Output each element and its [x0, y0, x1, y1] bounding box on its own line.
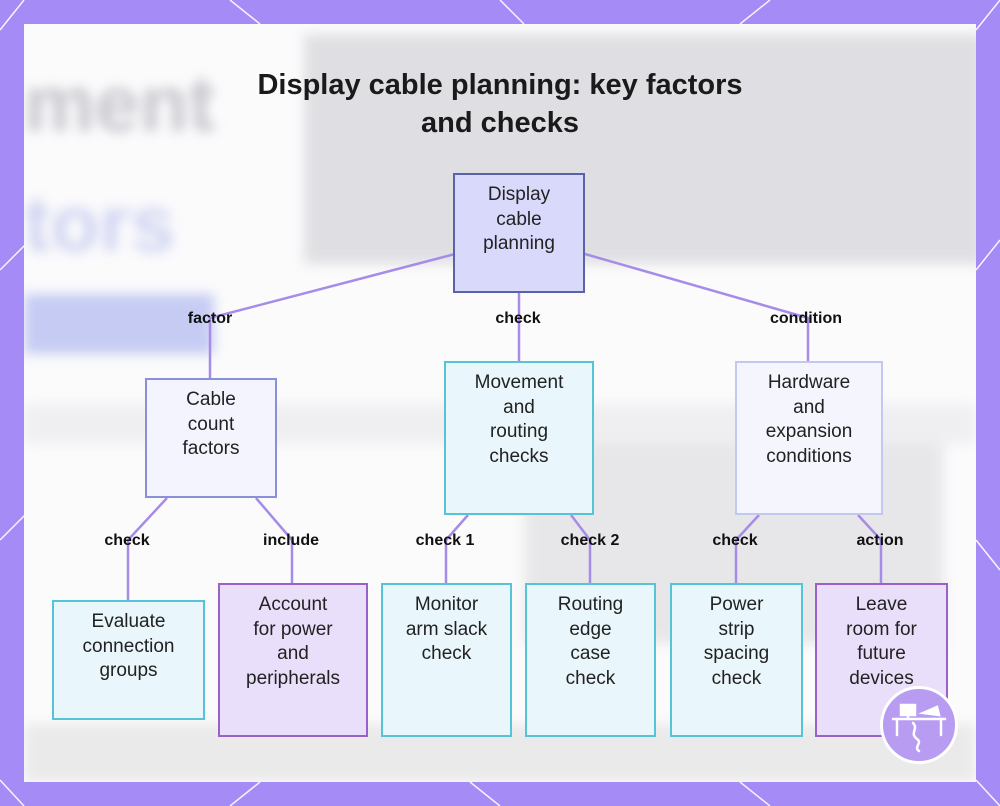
- node-cable-count-factors: Cable count factors: [145, 378, 277, 498]
- edge-movement-monitor: [444, 514, 469, 583]
- edge-label-check: check: [495, 310, 541, 327]
- edge-label-condition: condition: [770, 310, 842, 327]
- edge-movement-routing: [570, 514, 592, 583]
- node-display-cable-planning: Display cable planning: [453, 173, 585, 293]
- edge-label-include: include: [262, 532, 320, 549]
- edge-label-cable-check: check: [104, 532, 150, 549]
- edge-label-check-2: check 2: [560, 532, 620, 549]
- title-line-2: and checks: [421, 107, 579, 139]
- edge-root-hardware: [584, 252, 810, 361]
- edge-root-cable-count: [208, 252, 456, 378]
- edge-cable-evaluate: [126, 497, 168, 600]
- node-monitor-arm-slack-check: Monitor arm slack check: [381, 583, 512, 737]
- edge-hardware-power: [734, 514, 760, 583]
- edge-cable-account: [255, 497, 294, 583]
- edge-label-action: action: [856, 532, 904, 549]
- node-hardware-expansion-conditions: Hardware and expansion conditions: [735, 361, 883, 515]
- node-evaluate-connection-groups: Evaluate connection groups: [52, 600, 205, 720]
- edge-label-hw-check: check: [712, 532, 758, 549]
- edge-label-factor: factor: [187, 310, 233, 327]
- edge-hardware-leave: [857, 514, 883, 583]
- node-power-strip-spacing-check: Power strip spacing check: [670, 583, 803, 737]
- title-line-1: Display cable planning: key factors: [257, 69, 743, 101]
- edge-label-check-1: check 1: [415, 532, 475, 549]
- node-routing-edge-case-check: Routing edge case check: [525, 583, 656, 737]
- diagram-title: Display cable planning: key factors and …: [200, 66, 800, 142]
- desk-setup-logo-icon: [880, 686, 958, 764]
- node-account-power-peripherals: Account for power and peripherals: [218, 583, 368, 737]
- node-movement-routing-checks: Movement and routing checks: [444, 361, 594, 515]
